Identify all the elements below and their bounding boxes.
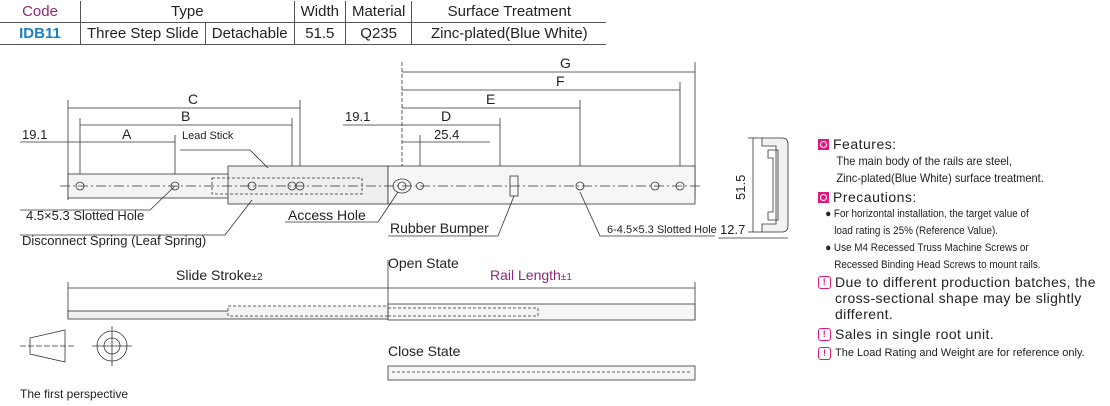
label-slotted-holes-6: 6-4.5×5.3 Slotted Hole	[607, 224, 717, 236]
dim-f: F	[556, 73, 565, 89]
notes-panel: Features: The main body of the rails are…	[818, 136, 1110, 362]
cell-material: Q235	[344, 22, 412, 45]
label-disconnect-spring: Disconnect Spring (Leaf Spring)	[22, 233, 206, 248]
table-header-row: Code Type Width Material Surface Treatme…	[0, 1, 607, 23]
label-perspective: The first perspective	[20, 387, 128, 401]
warning-icon: !	[818, 347, 831, 360]
precautions-title: Precautions:	[833, 189, 917, 205]
label-close-state: Close State	[388, 343, 461, 359]
cross-section	[718, 137, 789, 239]
warning-item: !Due to different production batches, th…	[818, 274, 1110, 322]
first-angle-projection-icon	[20, 326, 132, 366]
header-type: Type	[80, 1, 295, 23]
dim-height: 51.5	[733, 175, 748, 200]
spec-table: Code Type Width Material Surface Treatme…	[0, 1, 607, 45]
dim-right-offset: 19.1	[345, 109, 370, 124]
cell-code: IDB11	[0, 22, 81, 45]
dim-c: C	[188, 91, 198, 107]
circle-bullet-icon	[818, 192, 829, 203]
cell-surface: Zinc-plated(Blue White)	[411, 22, 607, 45]
header-width: Width	[293, 1, 346, 23]
dim-25-4: 25.4	[434, 127, 459, 142]
dim-width: 12.7	[720, 222, 745, 237]
cell-width: 51.5	[293, 22, 346, 45]
warning-icon: !	[818, 328, 831, 341]
warning-item: !Sales in single root unit.	[818, 326, 1110, 343]
precaution-item: ● For horizontal installation, the targe…	[825, 208, 1029, 220]
leader-lines	[20, 149, 715, 237]
dim-e: E	[486, 91, 495, 107]
header-surface: Surface Treatment	[411, 1, 607, 23]
precautions-heading: Precautions:	[818, 189, 1110, 206]
precaution-item: load rating is 25% (Reference Value).	[834, 225, 999, 237]
label-rubber-bumper: Rubber Bumper	[390, 220, 489, 236]
dimension-lines	[20, 62, 696, 200]
label-slotted-hole: 4.5×5.3 Slotted Hole	[26, 208, 144, 223]
circle-bullet-icon	[818, 139, 829, 150]
dim-d: D	[441, 108, 451, 124]
label-open-state: Open State	[388, 255, 459, 271]
open-state-drawing	[67, 260, 696, 321]
cell-type-detail: Detachable	[204, 22, 295, 45]
precaution-item: ● Use M4 Recessed Truss Machine Screws o…	[825, 242, 1029, 254]
header-material: Material	[344, 1, 412, 23]
label-slide-stroke: Slide Stroke±2	[176, 267, 263, 283]
cell-type: Three Step Slide	[80, 22, 206, 45]
label-access-hole: Access Hole	[288, 207, 366, 223]
dim-left-offset: 19.1	[22, 127, 47, 142]
warning-item: !The Load Rating and Weight are for refe…	[818, 345, 1110, 362]
close-state-drawing	[387, 365, 696, 381]
slide-rail-drawing	[60, 165, 700, 205]
features-text: Zinc-plated(Blue White) surface treatmen…	[836, 171, 1044, 185]
precaution-item: Recessed Binding Head Screws to mount ra…	[834, 259, 1041, 271]
features-title: Features:	[833, 136, 897, 152]
features-text: The main body of the rails are steel,	[836, 154, 1012, 168]
table-row: IDB11 Three Step Slide Detachable 51.5 Q…	[0, 22, 607, 45]
label-lead-stick: Lead Stick	[182, 130, 234, 142]
label-rail-length: Rail Length±1	[490, 267, 572, 283]
warning-icon: !	[818, 276, 831, 289]
dim-g: G	[560, 55, 571, 71]
dim-a: A	[122, 126, 132, 142]
header-code: Code	[0, 1, 81, 23]
dim-b: B	[181, 108, 190, 124]
features-heading: Features:	[818, 136, 1110, 153]
